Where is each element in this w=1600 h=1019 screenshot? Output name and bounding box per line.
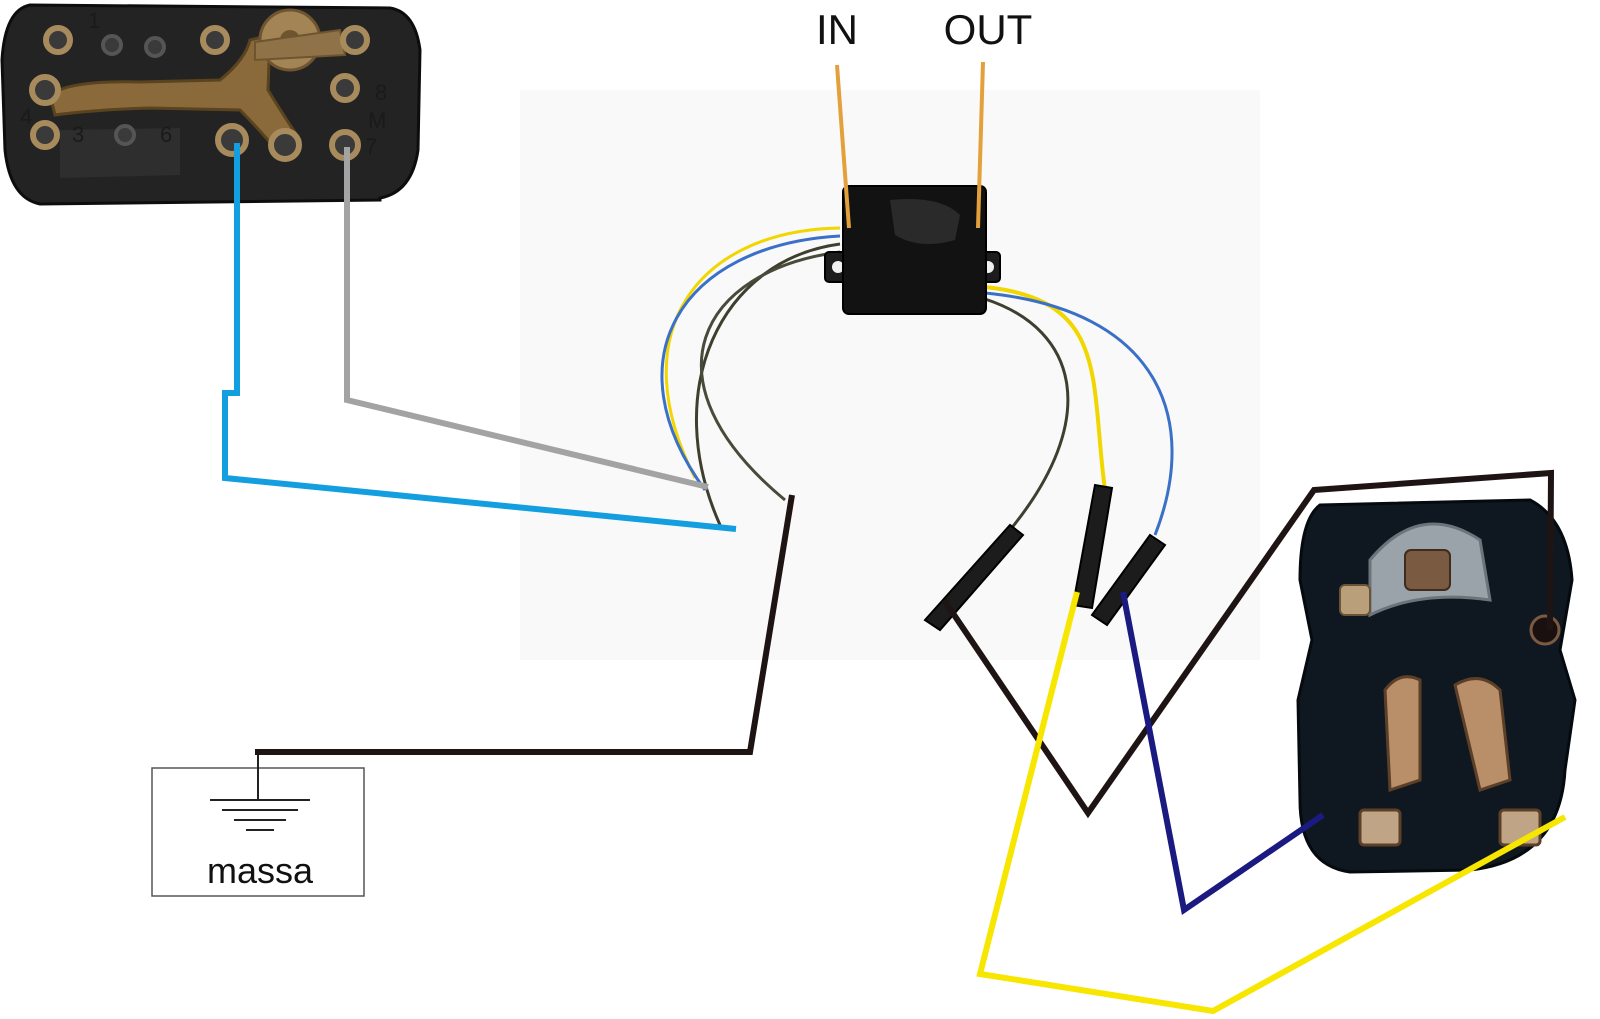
connector-sleeve-yellow (1071, 483, 1114, 610)
electronic-module (824, 185, 1001, 315)
pin-label-7: 7 (365, 134, 377, 159)
ignition-switch: 1 3 4 6 7 8 M (0, 3, 422, 206)
switch-recess (60, 128, 180, 178)
terminal-eyelet (30, 120, 60, 150)
lead-dark-left-2 (699, 250, 841, 502)
wire-ground-black (255, 494, 795, 755)
in-label: IN (816, 6, 858, 53)
connector-sleeve-blue (1090, 533, 1167, 627)
terminal-eyelet (215, 123, 249, 157)
pin-label-8: 8 (375, 80, 387, 105)
flange-hole (832, 261, 844, 273)
switch-terminals (29, 25, 370, 162)
lead-yellow-right (984, 285, 1107, 491)
brass-bridge (48, 33, 302, 163)
lead-blue-right (984, 291, 1174, 536)
lead-dark-right (984, 297, 1070, 531)
pin-label-4: 4 (20, 104, 32, 129)
pin-label-1: 1 (88, 8, 100, 33)
breaker-contact (1339, 584, 1371, 616)
terminal-eyelet (29, 74, 61, 106)
ground-label: massa (207, 850, 314, 891)
module-leads-left (660, 226, 841, 526)
wire-grey (344, 147, 709, 490)
lead-dark-left-1 (695, 242, 841, 526)
terminal-eyelet (200, 25, 230, 55)
drawn-wires (222, 143, 1567, 1015)
pin-label-6: 6 (160, 122, 172, 147)
ground-icon (210, 799, 310, 831)
brass-spring-right (1453, 677, 1512, 792)
in-lead (835, 64, 851, 229)
brass-tab (254, 28, 347, 62)
pin-label-m: M (368, 108, 386, 133)
wire-navy (1120, 591, 1325, 916)
distributor-cap (1296, 498, 1577, 874)
terminal-eyelet (114, 124, 136, 146)
pin-label-3: 3 (72, 122, 84, 147)
lead-blue-left (660, 234, 841, 491)
distributor-terminal (1358, 808, 1402, 847)
module-surface-mark (890, 199, 960, 244)
terminal-eyelet (268, 128, 302, 162)
brass-spring-left (1383, 675, 1422, 793)
terminal-eyelet (340, 25, 370, 55)
out-lead (976, 61, 985, 229)
wire-blue (222, 143, 737, 532)
out-label: OUT (944, 6, 1033, 53)
terminal-eyelet (330, 73, 360, 103)
terminal-eyelet (43, 25, 73, 55)
terminal-eyelet (101, 34, 123, 56)
ground-symbol: massa (151, 749, 365, 897)
lead-yellow-left (664, 226, 841, 479)
wire-yellow (976, 591, 1567, 1015)
module-leads-right (984, 285, 1174, 536)
breaker-point (1404, 549, 1451, 591)
distributor-terminal (1529, 614, 1561, 646)
paper-background (520, 90, 1260, 660)
terminal-eyelet (144, 36, 166, 58)
